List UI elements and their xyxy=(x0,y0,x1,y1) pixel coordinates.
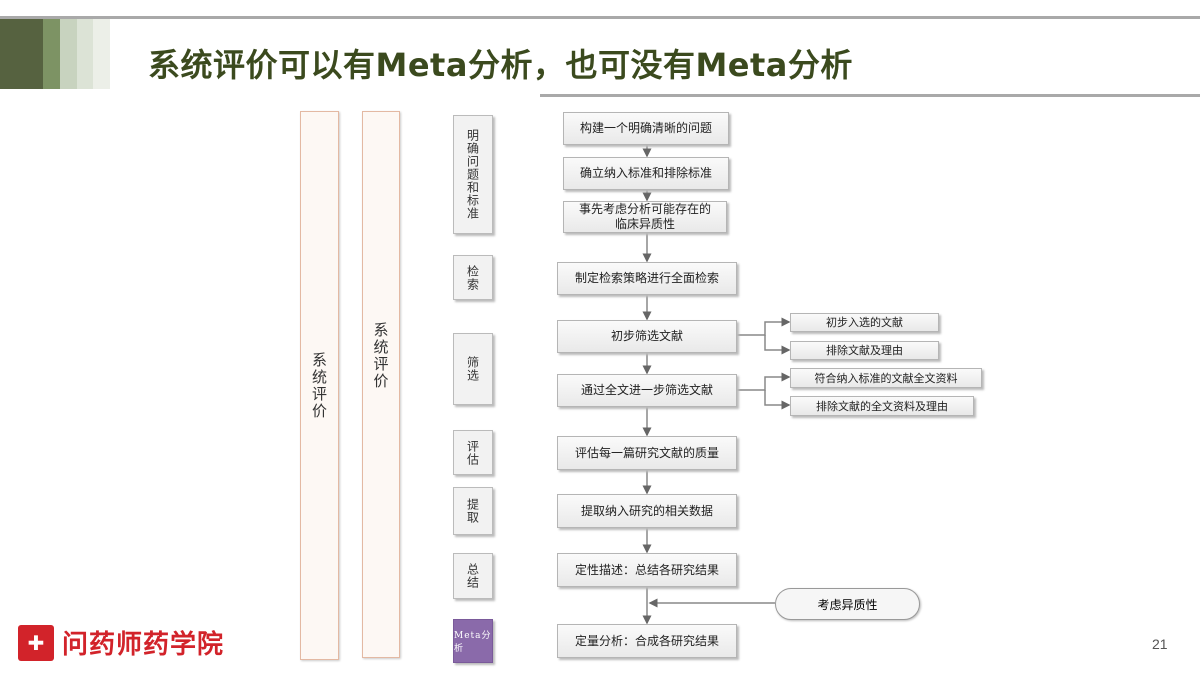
inner-column: 系统评价 xyxy=(362,111,400,658)
side-box: 符合纳入标准的文献全文资料 xyxy=(790,368,982,388)
step-box: 初步筛选文献 xyxy=(557,320,737,353)
outer-column-label: 系统评价 xyxy=(310,351,328,420)
heterogeneity-pill: 考虑异质性 xyxy=(775,588,920,620)
side-box: 排除文献的全文资料及理由 xyxy=(790,396,974,416)
stage-meta-analysis: Meta分析 xyxy=(453,619,493,663)
page-number: 21 xyxy=(1152,636,1168,652)
side-box: 排除文献及理由 xyxy=(790,341,939,360)
school-cross-icon: ✚ xyxy=(18,624,54,661)
logo-text: 问药师药学院 xyxy=(62,630,225,660)
step-box: 构建一个明确清晰的问题 xyxy=(563,112,729,145)
stage-assess: 评估 xyxy=(453,430,493,475)
header-rule xyxy=(0,16,1200,19)
step-box: 确立纳入标准和排除标准 xyxy=(563,157,729,190)
stage-search: 检索 xyxy=(453,255,493,300)
step-box: 提取纳入研究的相关数据 xyxy=(557,494,737,528)
inner-column-label: 系统评价 xyxy=(371,322,390,390)
outer-column: 系统评价 xyxy=(300,111,339,660)
side-box: 初步入选的文献 xyxy=(790,313,939,332)
header-color-block xyxy=(60,19,77,89)
header-color-block xyxy=(93,19,110,89)
header-color-block xyxy=(77,19,93,89)
logo: ✚ 问药师药学院 xyxy=(18,624,224,661)
stage-define: 明确问题和标准 xyxy=(453,115,493,234)
stage-screen: 筛选 xyxy=(453,333,493,405)
step-box: 定性描述：总结各研究结果 xyxy=(557,553,737,587)
slide-title: 系统评价可以有Meta分析，也可没有Meta分析 xyxy=(148,46,853,84)
stage-extract: 提取 xyxy=(453,487,493,535)
stage-label: 检索 xyxy=(465,264,480,291)
step-box: 制定检索策略进行全面检索 xyxy=(557,262,737,295)
step-box: 定量分析：合成各研究结果 xyxy=(557,624,737,658)
stage-summarize: 总结 xyxy=(453,553,493,599)
stage-label: 总结 xyxy=(465,563,480,589)
title-underline xyxy=(540,94,1200,97)
stage-label: 提取 xyxy=(465,498,480,524)
stage-label: 明确问题和标准 xyxy=(465,129,480,220)
stage-label: 筛选 xyxy=(465,356,480,382)
header-color-block xyxy=(0,19,43,89)
header-color-block xyxy=(43,19,60,89)
stage-label: Meta分析 xyxy=(454,631,492,654)
step-box: 通过全文进一步筛选文献 xyxy=(557,374,737,407)
step-box: 评估每一篇研究文献的质量 xyxy=(557,436,737,470)
step-box: 事先考虑分析可能存在的临床异质性 xyxy=(563,201,727,233)
stage-label: 评估 xyxy=(465,439,480,466)
